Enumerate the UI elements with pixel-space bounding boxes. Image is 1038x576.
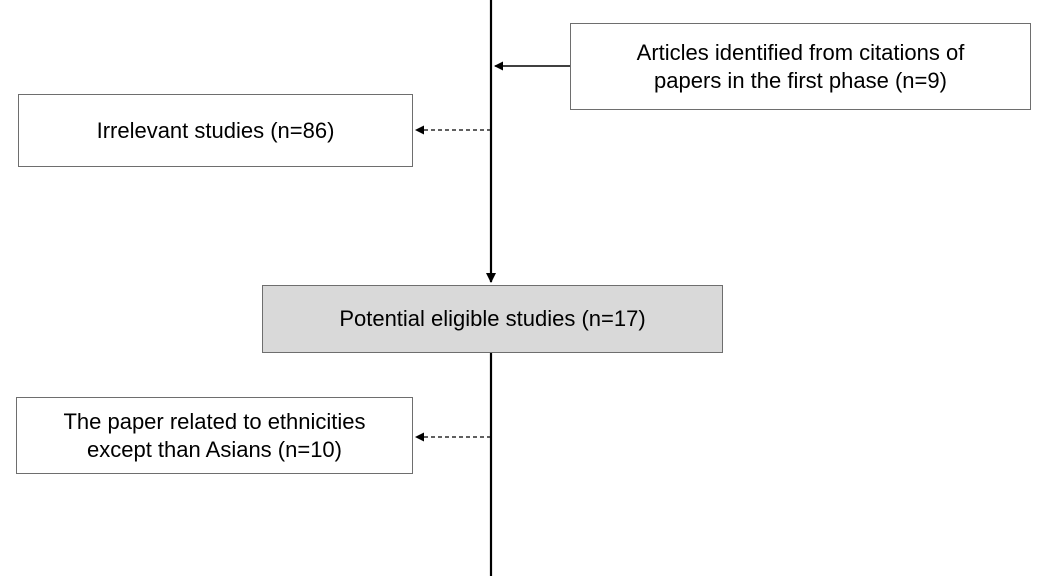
irrelevant-studies-box: Irrelevant studies (n=86) <box>18 94 413 167</box>
potential-eligible-studies-box: Potential eligible studies (n=17) <box>262 285 723 353</box>
citations-line-1: Articles identified from citations of <box>636 39 965 65</box>
potential-line-1: Potential eligible studies (n=17) <box>339 306 646 331</box>
irrelevant-line-1: Irrelevant studies (n=86) <box>96 117 335 143</box>
ethnicities-line-2: except than Asians (n=10) <box>87 436 342 462</box>
other-ethnicities-box: The paper related to ethnicities except … <box>16 397 413 474</box>
citations-line-2: papers in the first phase (n=9) <box>654 67 947 93</box>
citations-identified-box: Articles identified from citations of pa… <box>570 23 1031 110</box>
ethnicities-line-1: The paper related to ethnicities <box>63 408 366 434</box>
